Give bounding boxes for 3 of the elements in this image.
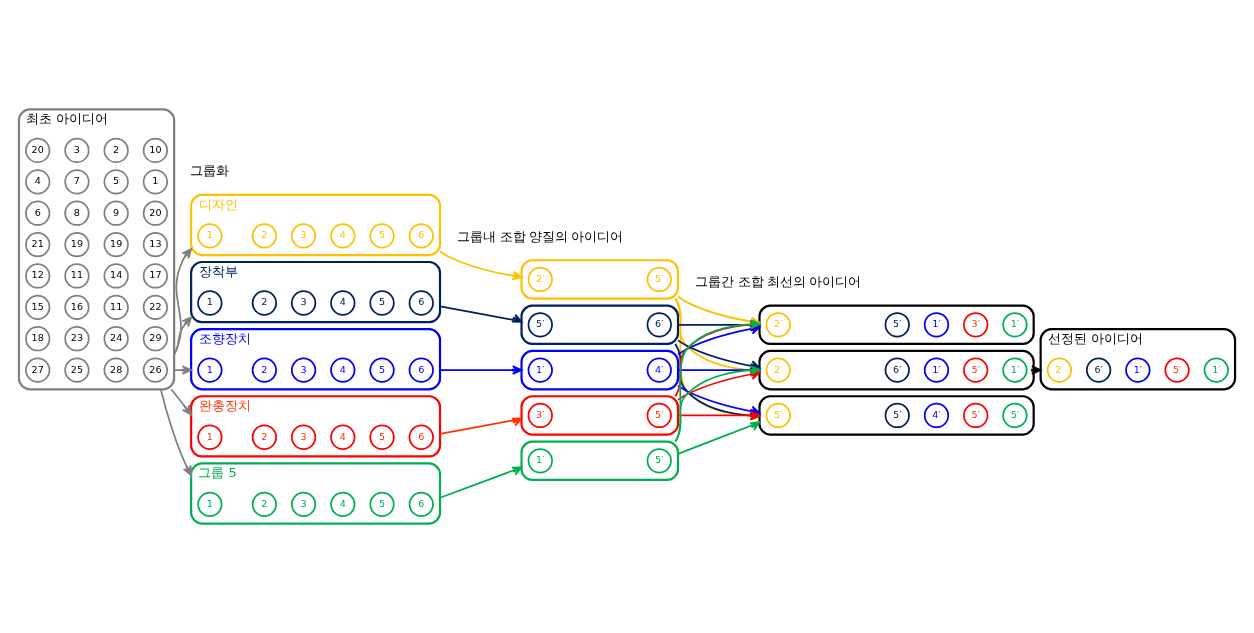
label: 그룹내 조합 양질의 아이디어: [457, 228, 624, 244]
label: 그룹간 조합 최선의 아이디어: [695, 273, 862, 289]
label: 그룹화: [190, 163, 230, 179]
